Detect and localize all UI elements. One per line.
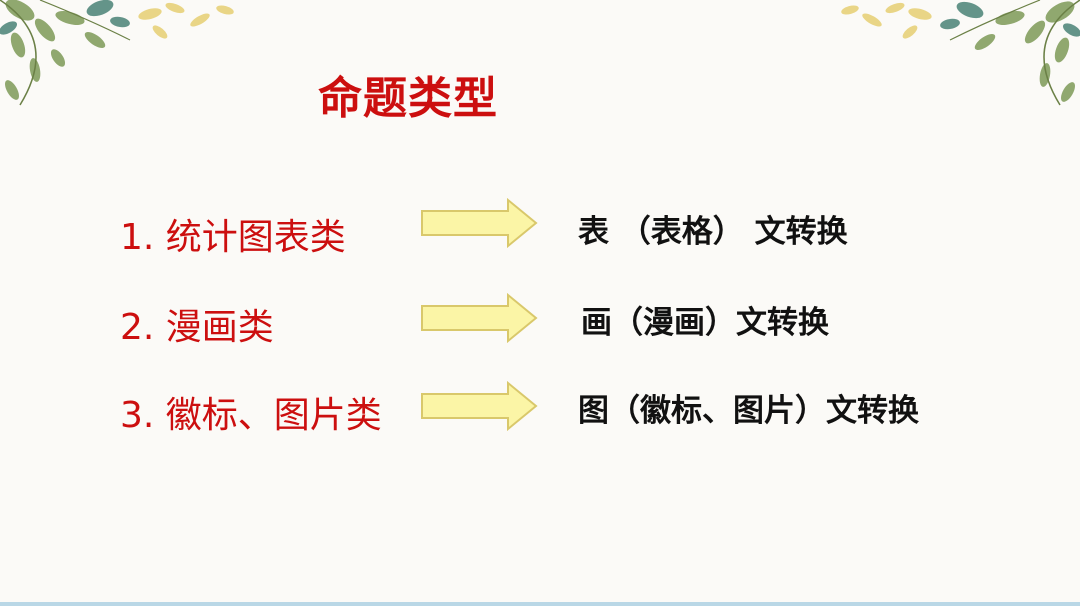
- right-arrow-icon: [421, 381, 538, 431]
- slide-title: 命题类型: [318, 73, 498, 124]
- item-description-3: 图（徽标、图片）文转换: [578, 393, 919, 429]
- item-label-3: 3. 徽标、图片类: [120, 395, 382, 436]
- leaf-decoration-icon: [0, 0, 234, 106]
- bottom-bar: [0, 602, 1080, 606]
- item-label-2: 2. 漫画类: [120, 307, 274, 348]
- right-arrow-icon: [421, 198, 538, 248]
- leaf-decoration-icon: [841, 0, 1080, 106]
- item-description-1: 表 （表格） 文转换: [578, 214, 848, 250]
- item-description-2: 画（漫画）文转换: [581, 305, 829, 341]
- right-arrow-icon: [421, 293, 538, 343]
- item-label-1: 1. 统计图表类: [120, 217, 346, 258]
